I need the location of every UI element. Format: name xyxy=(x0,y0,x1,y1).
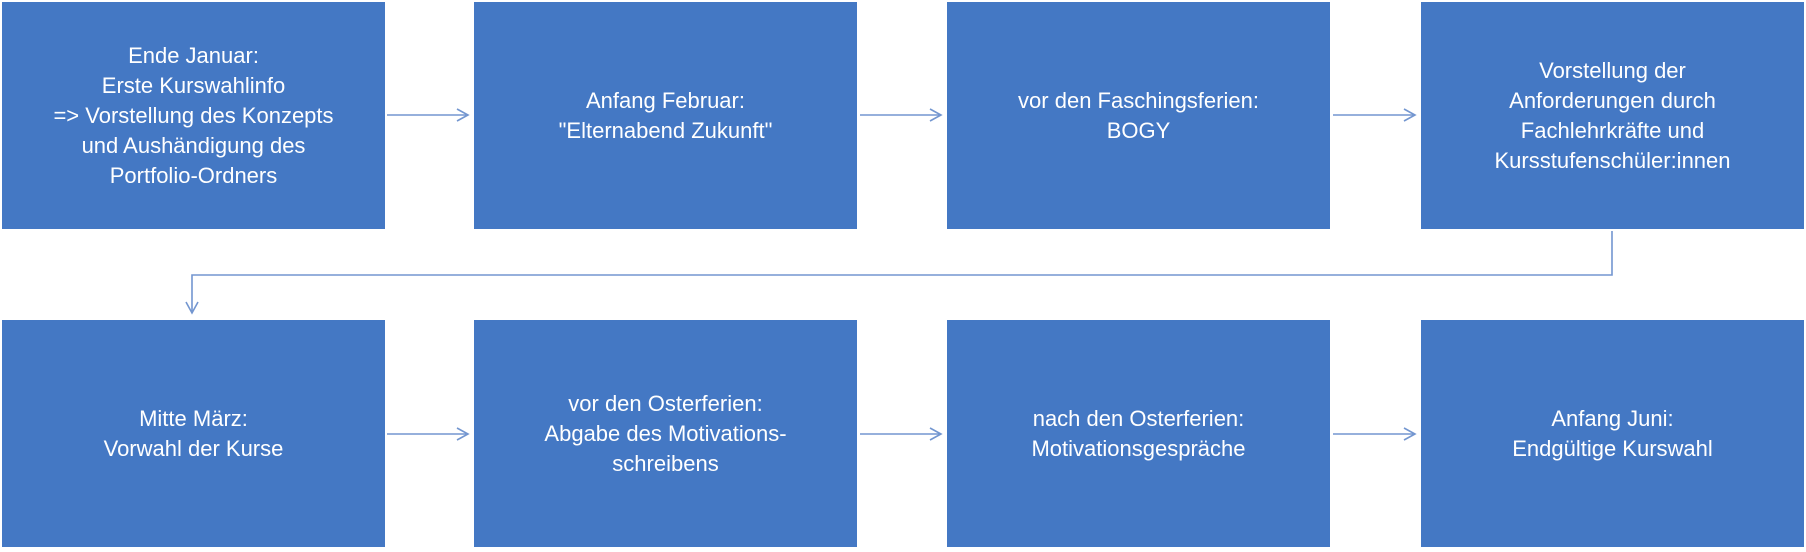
step-label: Anfang Juni: Endgültige Kurswahl xyxy=(1512,405,1713,461)
step-box-motivationsgespraeche: nach den Osterferien: Motivationsgespräc… xyxy=(947,320,1330,547)
step-label: vor den Faschingsferien: BOGY xyxy=(1018,87,1259,143)
step-box-ende-januar: Ende Januar: Erste Kurswahlinfo => Vorst… xyxy=(2,2,385,229)
step-box-anfang-juni: Anfang Juni: Endgültige Kurswahl xyxy=(1421,320,1804,547)
step-box-vorstellung-anforderungen: Vorstellung der Anforderungen durch Fach… xyxy=(1421,2,1804,229)
step-label: Ende Januar: Erste Kurswahlinfo => Vorst… xyxy=(53,42,334,188)
arrow-4-to-5 xyxy=(185,231,1613,315)
step-box-osterferien-abgabe: vor den Osterferien: Abgabe des Motivati… xyxy=(474,320,857,547)
step-label: Vorstellung der Anforderungen durch Fach… xyxy=(1494,57,1731,173)
step-box-anfang-februar: Anfang Februar: "Elternabend Zukunft" xyxy=(474,2,857,229)
step-label: nach den Osterferien: Motivationsgespräc… xyxy=(1031,405,1246,461)
step-label: Anfang Februar: "Elternabend Zukunft" xyxy=(558,87,773,143)
step-label: Mitte März: Vorwahl der Kurse xyxy=(103,405,284,461)
step-label: vor den Osterferien: Abgabe des Motivati… xyxy=(544,390,787,476)
step-box-faschingsferien: vor den Faschingsferien: BOGY xyxy=(947,2,1330,229)
step-box-mitte-maerz: Mitte März: Vorwahl der Kurse xyxy=(2,320,385,547)
